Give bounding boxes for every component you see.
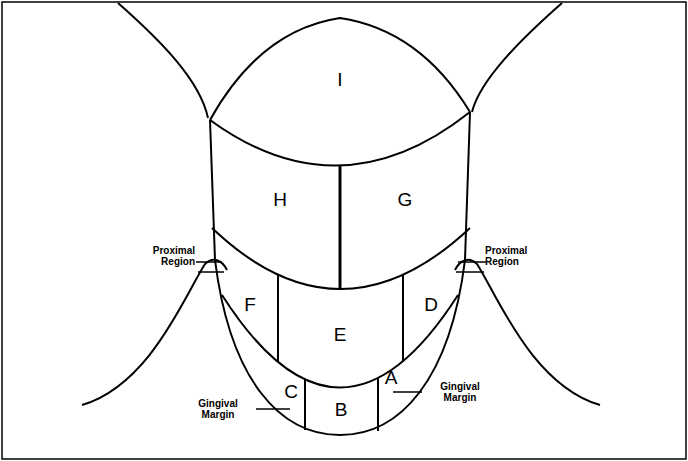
gingiva-left	[82, 260, 227, 405]
region-divider	[304, 379, 306, 430]
region-letter: I	[337, 70, 342, 91]
region-divider	[402, 274, 404, 362]
leader-line	[456, 271, 484, 273]
region-letter: D	[424, 295, 438, 316]
region-label: Gingival Margin	[183, 398, 253, 420]
leader-line	[196, 261, 222, 263]
region-label: Proximal Region	[125, 245, 195, 267]
crown-top	[210, 18, 470, 120]
region-letter: C	[284, 382, 298, 403]
region-boundary	[222, 295, 458, 388]
tooth-outline	[210, 112, 470, 435]
region-letter: B	[335, 400, 348, 421]
region-divider	[377, 378, 379, 431]
region-divider	[277, 274, 279, 362]
region-letter: H	[273, 190, 287, 211]
region-letter: F	[244, 295, 256, 316]
region-boundary	[210, 112, 470, 166]
adjacent-tooth-right	[472, 3, 562, 112]
region-letter: A	[385, 368, 398, 389]
leader-line	[393, 391, 422, 393]
region-label: Gingival Margin	[425, 381, 495, 403]
region-label: Proximal Region	[485, 245, 555, 267]
leader-line	[458, 261, 486, 263]
region-letter: E	[334, 325, 347, 346]
leader-line	[256, 408, 290, 410]
leader-line	[198, 271, 224, 273]
region-letter: G	[398, 190, 413, 211]
adjacent-tooth-left	[118, 3, 208, 118]
region-divider	[339, 166, 342, 289]
